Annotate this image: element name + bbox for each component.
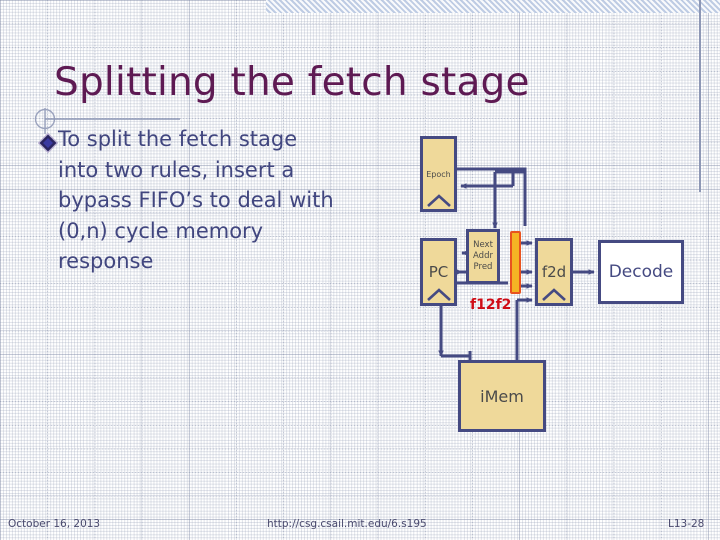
bullet-line-3: bypass FIFO’s to deal with <box>58 188 334 212</box>
bullet-list: To split the fetch stage into two rules,… <box>38 124 418 277</box>
footer-slide-number: L13-28 <box>668 518 705 530</box>
page-title: Splitting the fetch stage <box>54 60 530 105</box>
bullet-line-2: into two rules, insert a <box>58 157 295 182</box>
footer-date: October 16, 2013 <box>8 518 101 530</box>
header-texture-band <box>266 0 720 13</box>
bullet-line-4: (0,n) cycle memory <box>58 218 264 243</box>
footer-url[interactable]: http://csg.csail.mit.edu/6.s195 <box>267 518 427 530</box>
right-vertical-rule <box>699 0 701 192</box>
decorative-pin-icon <box>34 108 180 134</box>
bullet-text: To split the fetch stage into two rules,… <box>58 124 334 277</box>
diamond-bullet-icon <box>38 133 58 153</box>
bullet-line-5: response <box>58 249 154 273</box>
list-item: To split the fetch stage into two rules,… <box>38 124 418 277</box>
bullet-line-1: To split the fetch stage <box>58 127 298 151</box>
